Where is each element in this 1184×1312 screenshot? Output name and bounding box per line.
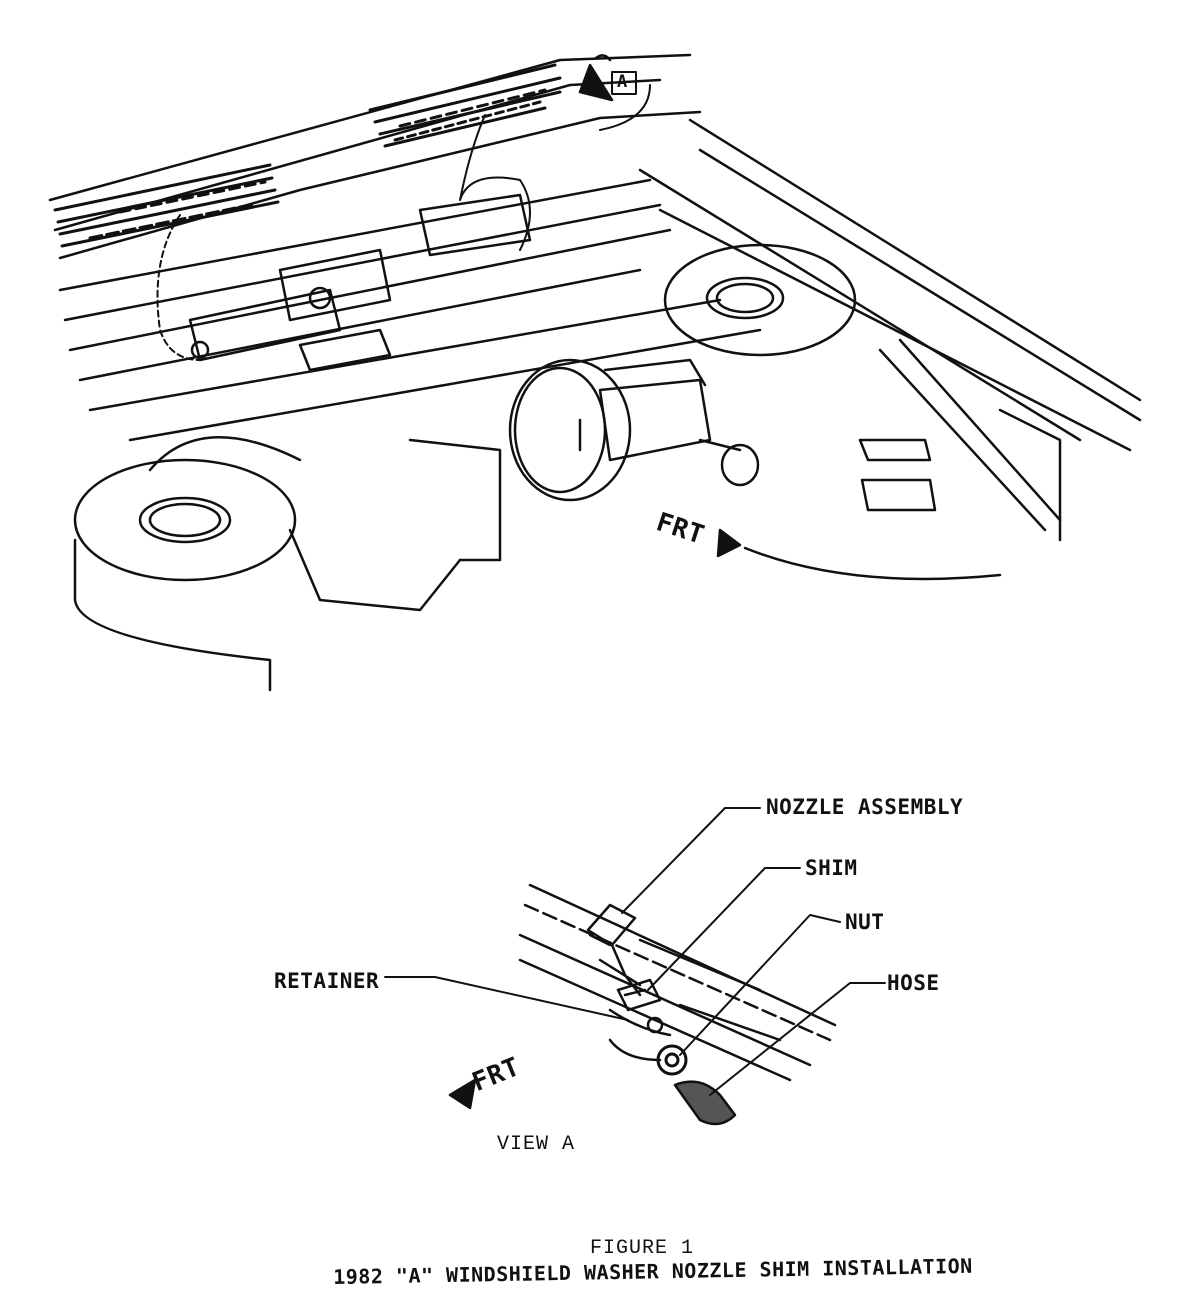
label-shim: SHIM [805,856,858,880]
strut-tower-left [73,436,462,692]
nut-part [656,1044,688,1076]
view-a-callout-letter: A [617,72,628,92]
detail-front-label: FRT [468,1052,525,1098]
detail-frt-arrow [448,1078,477,1110]
view-a-callout [578,54,637,102]
figure-number: FIGURE 1 [590,1237,695,1260]
retainer-part [608,1008,672,1062]
left-cowl-vent [53,163,280,248]
nozzle-assembly-part [586,903,642,997]
right-cowl-vent [368,63,562,148]
engine-compartment-illustration [48,53,1142,692]
label-retainer: RETAINER [274,969,380,993]
label-nut: NUT [845,910,885,934]
label-nozzle-assembly: NOZZLE ASSEMBLY [766,795,964,819]
figure-title: 1982 "A" WINDSHIELD WASHER NOZZLE SHIM I… [333,1253,973,1289]
leader-lines [384,807,886,1096]
fender-apron [408,338,1062,562]
cowl-structure [58,178,762,442]
strut-tower-right [663,243,857,357]
main-frt-arrow [716,528,1002,581]
view-a-title: VIEW A [497,1133,576,1156]
brake-booster [508,358,760,502]
shim-part [616,978,662,1012]
cowl-panel [48,53,1142,452]
label-hose: HOSE [887,971,940,995]
washer-hose [156,84,651,361]
cowl-panel-detail [518,883,837,1082]
hose-part [673,1080,737,1126]
